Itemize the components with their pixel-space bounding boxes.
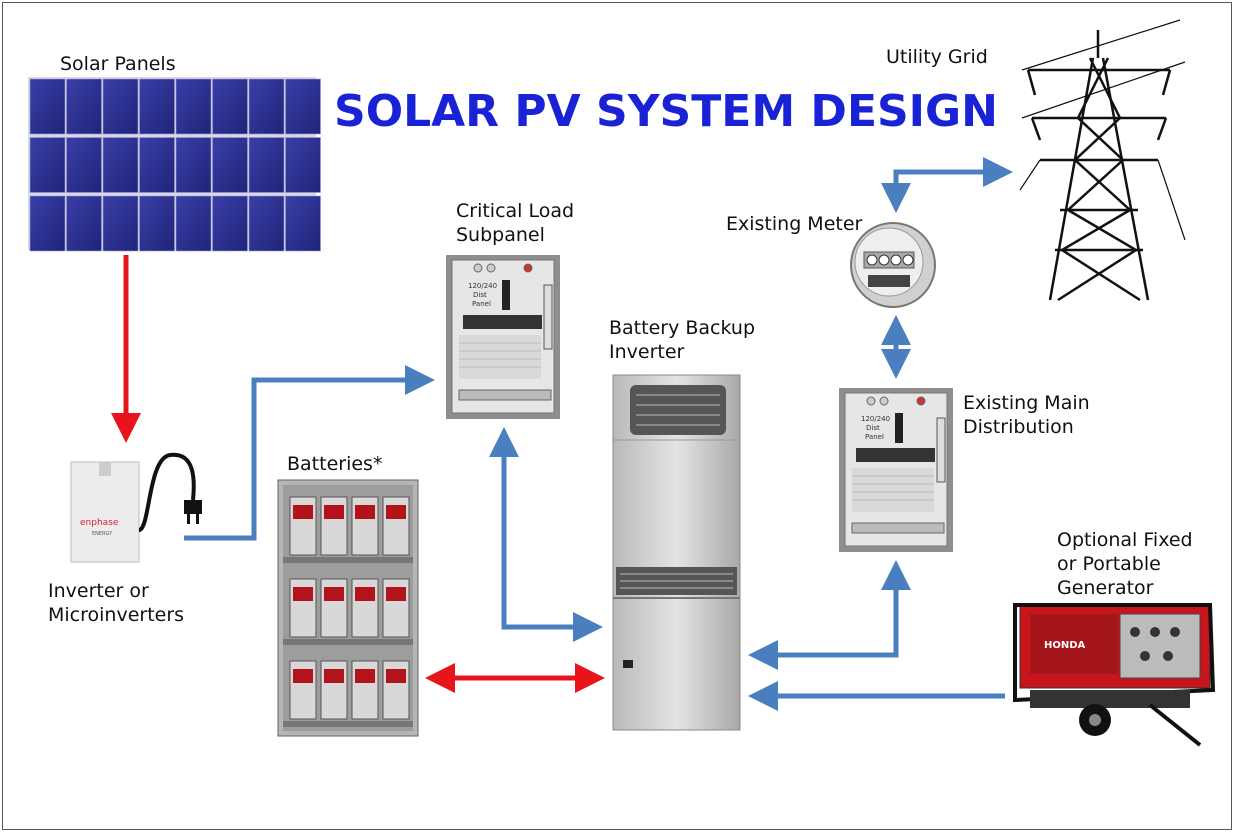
label-existing-meter: Existing Meter	[726, 213, 863, 235]
label-batteries: Batteries*	[287, 453, 383, 475]
solar-cell	[212, 195, 248, 252]
main-panel-dist-text: Dist	[866, 424, 880, 432]
solar-cell	[102, 137, 139, 193]
battery-label	[386, 587, 406, 601]
battery-label	[386, 669, 406, 683]
label-utility-grid: Utility Grid	[886, 46, 988, 68]
label-battery-backup-line1: Battery Backup	[609, 317, 756, 339]
solar-cell	[285, 137, 321, 193]
portable-generator: HONDA	[1013, 603, 1216, 747]
battery-backup-inverter	[612, 374, 741, 731]
solar-cell	[102, 195, 139, 252]
subpanel-dist-text: Dist	[473, 291, 487, 299]
solar-cell	[66, 78, 102, 135]
solar-cell	[102, 78, 139, 135]
label-existing-main-line2: Distribution	[963, 416, 1074, 438]
battery-label	[293, 505, 313, 519]
solar-cell	[139, 78, 175, 135]
solar-cell	[285, 78, 321, 135]
subpanel-rating-text: 120/240	[468, 282, 497, 290]
enphase-sub-text: ENERGY	[92, 531, 113, 537]
critical-load-subpanel: 120/240 Dist Panel	[446, 255, 560, 419]
enphase-brand-text: enphase	[80, 518, 119, 528]
label-critical-load-line2: Subpanel	[456, 224, 545, 246]
enphase-microinverter: enphase ENERGY	[70, 452, 202, 563]
solar-cell	[29, 195, 66, 252]
battery-label	[324, 505, 344, 519]
solar-cell	[139, 137, 175, 193]
solar-cell	[212, 137, 248, 193]
label-existing-main-line1: Existing Main	[963, 392, 1090, 414]
main-panel-panel-text: Panel	[865, 433, 884, 441]
solar-cell	[248, 78, 285, 135]
solar-cell	[175, 78, 212, 135]
solar-cell	[175, 195, 212, 252]
solar-cell	[66, 195, 102, 252]
battery-label	[324, 587, 344, 601]
solar-cell	[139, 195, 175, 252]
label-critical-load-line1: Critical Load	[456, 200, 575, 222]
battery-rack	[277, 479, 419, 737]
label-generator-line3: Generator	[1057, 577, 1154, 599]
label-solar-panels: Solar Panels	[60, 53, 176, 75]
battery-shelf	[283, 721, 413, 727]
battery-label	[386, 505, 406, 519]
solar-cell	[285, 195, 321, 252]
solar-cell	[212, 78, 248, 135]
battery-shelf	[283, 557, 413, 563]
arrow-microinverter-to-subpanel	[184, 365, 435, 541]
arrow-subpanel-backup-inverter	[489, 427, 603, 642]
battery-label	[324, 669, 344, 683]
label-battery-backup-line2: Inverter	[609, 341, 685, 363]
label-inverter-line1: Inverter or	[48, 580, 149, 602]
battery-shelf	[283, 639, 413, 645]
solar-cell	[29, 137, 66, 193]
battery-label	[355, 669, 375, 683]
existing-meter	[850, 222, 936, 308]
utility-tower-icon	[1019, 19, 1186, 302]
subpanel-panel-text: Panel	[472, 300, 491, 308]
label-generator-line2: or Portable	[1057, 553, 1161, 575]
label-generator-line1: Optional Fixed	[1057, 529, 1193, 551]
honda-brand-text: HONDA	[1044, 640, 1086, 651]
solar-cell	[29, 78, 66, 135]
solar-cell	[248, 137, 285, 193]
diagram-title: SOLAR PV SYSTEM DESIGN	[334, 86, 998, 137]
battery-label	[293, 587, 313, 601]
solar-panel-array	[28, 77, 321, 252]
battery-label	[355, 587, 375, 601]
arrow-backup-inverter-main-panel	[748, 560, 911, 670]
main-panel-rating-text: 120/240	[861, 415, 890, 423]
battery-label	[293, 669, 313, 683]
solar-cell	[175, 137, 212, 193]
label-inverter-line2: Microinverters	[48, 604, 185, 626]
solar-cell	[66, 137, 102, 193]
existing-main-distribution-panel: 120/240 Dist Panel	[839, 388, 953, 552]
arrow-meter-utility-grid	[881, 157, 1013, 213]
solar-cell	[248, 195, 285, 252]
battery-label	[355, 505, 375, 519]
